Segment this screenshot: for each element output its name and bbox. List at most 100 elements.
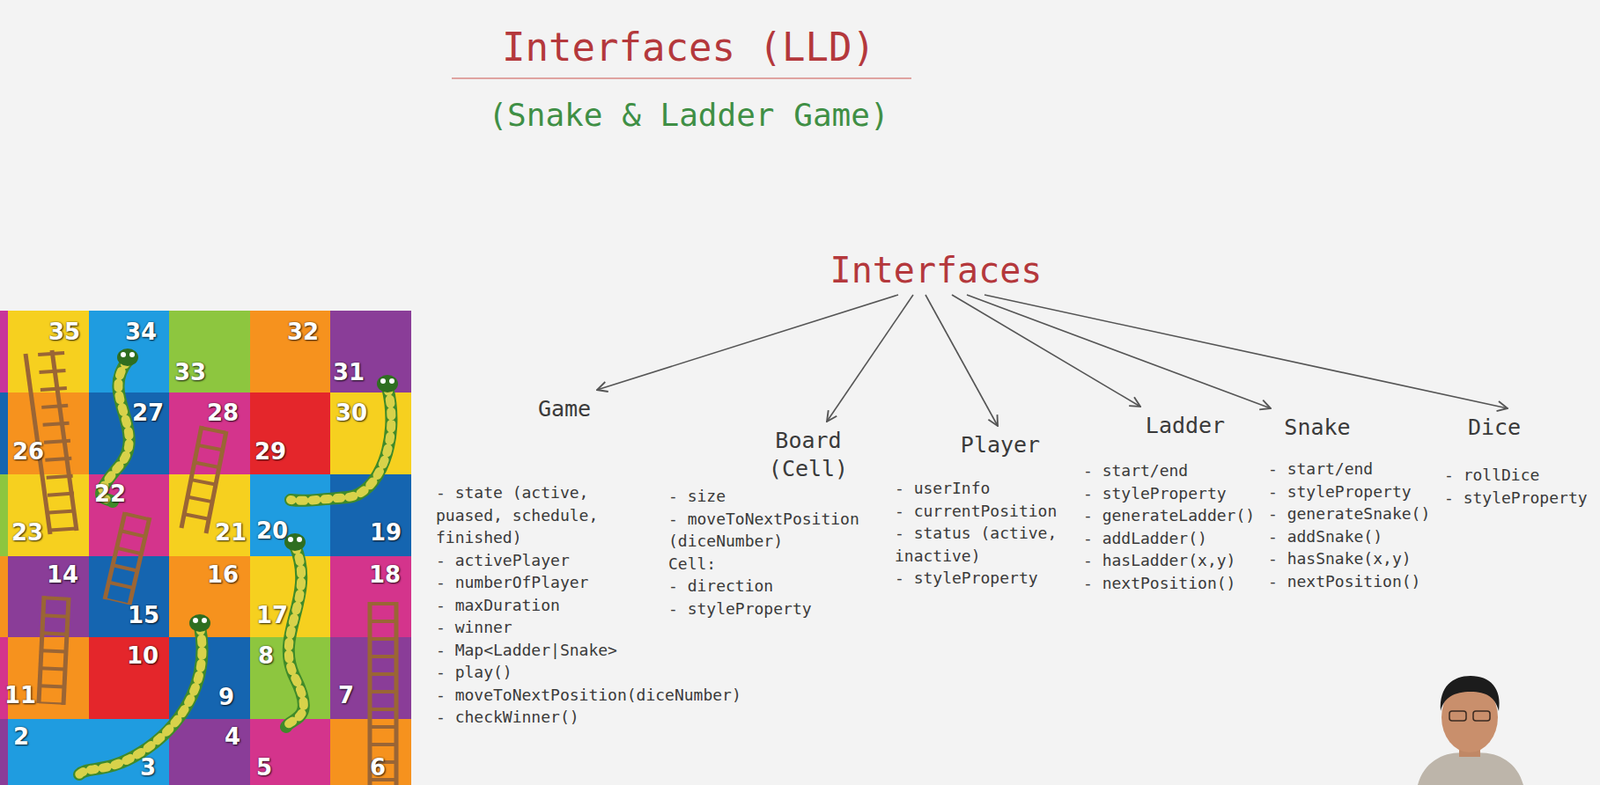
snake-body	[286, 545, 304, 728]
board-cell	[169, 556, 251, 638]
member-item: - styleProperty	[1083, 482, 1227, 506]
snake-head	[117, 348, 139, 367]
cell-number: 33	[174, 359, 207, 386]
cell-number: 9	[218, 684, 235, 711]
presenter-shirt	[1417, 752, 1524, 785]
cell-number: 7	[338, 682, 354, 709]
hierarchy-arrow	[925, 294, 998, 427]
cell-number: 29	[254, 438, 287, 465]
snake-eye	[287, 537, 294, 543]
snake-eye	[389, 378, 395, 384]
member-item: - styleProperty	[1444, 486, 1588, 510]
board-cell	[169, 719, 251, 785]
snake-head	[376, 375, 399, 393]
member-item: - Map<Ladder|Snake>	[435, 639, 618, 663]
snake-body	[79, 626, 202, 775]
snake-stripes	[79, 626, 202, 775]
member-item: - maxDuration	[435, 594, 561, 618]
snake-eye	[201, 618, 207, 624]
member-item: - addLadder()	[1083, 527, 1208, 551]
snakes	[79, 361, 391, 775]
interface-heading: Game	[538, 395, 591, 424]
cell-number: 4	[224, 723, 241, 751]
cell-number: 18	[368, 561, 401, 589]
interface-heading: Interfaces	[830, 249, 1043, 292]
ladder-rail	[38, 596, 45, 704]
interface-heading: Dice	[1467, 413, 1521, 443]
member-item: - addSnake()	[1268, 525, 1383, 549]
board-cell	[88, 637, 170, 720]
board-cell	[330, 310, 412, 393]
ladder-rail	[394, 602, 399, 785]
member-item: - play()	[435, 661, 513, 685]
member-item: - nextPosition()	[1083, 572, 1236, 596]
snake-eye	[129, 352, 135, 358]
presenter-photo	[1417, 676, 1524, 785]
member-item: - start/end	[1268, 457, 1373, 481]
board-cell	[169, 392, 251, 475]
cell-number: 27	[132, 399, 164, 427]
member-item: - activePlayer	[435, 549, 570, 573]
snake-eye	[380, 378, 386, 384]
root-interface: Interfaces	[826, 245, 1047, 295]
board-cell	[0, 392, 8, 475]
ladder-rungs	[51, 597, 57, 705]
cell-number: 31	[332, 359, 365, 386]
snake-body	[290, 387, 391, 502]
cell-number: 34	[125, 318, 157, 346]
cell-number: 35	[48, 318, 81, 346]
member-item: - moveToNextPosition(diceNumber)	[435, 684, 742, 708]
snake-heads	[117, 348, 399, 633]
interface-node: Board (Cell)- size- moveToNextPosition (…	[664, 423, 877, 624]
member-item: - styleProperty	[1268, 480, 1412, 504]
member-item: - nextPosition()	[1268, 570, 1421, 594]
member-item: - numberOfPlayer	[435, 571, 589, 595]
interface-node: Ladder- start/end- styleProperty- genera…	[1079, 408, 1259, 598]
cell-number: 20	[256, 517, 288, 545]
snake-stripes	[286, 545, 304, 728]
game-board	[0, 310, 412, 785]
member-item: - generateSnake()	[1268, 502, 1431, 526]
cell-number: 11	[4, 682, 37, 709]
member-item: - checkWinner()	[435, 706, 580, 730]
cell-number: 22	[94, 480, 126, 508]
board-cell	[0, 719, 8, 785]
cell-number: 10	[126, 642, 159, 670]
presenter-hair	[1440, 676, 1500, 712]
cell-number: 28	[206, 399, 239, 427]
hierarchy-arrow	[984, 294, 1508, 409]
member-item: - winner	[435, 616, 513, 640]
ladder-rail	[104, 512, 126, 600]
board-cell	[250, 392, 331, 475]
cell-number: 21	[214, 519, 247, 546]
cell-number: 8	[258, 642, 274, 670]
ladder-rail	[181, 426, 202, 529]
board-cell	[7, 392, 89, 475]
member-item: - state (active, puased, schedule, finis…	[435, 481, 612, 550]
board-cell	[88, 310, 170, 393]
ladder-rail	[51, 350, 77, 531]
cell-number: 17	[256, 602, 288, 629]
cell-number: 5	[256, 754, 273, 782]
cell-number: 23	[11, 519, 44, 546]
presenter-glasses	[1473, 711, 1490, 722]
board-cell	[0, 556, 8, 638]
ladder-rungs	[369, 602, 397, 785]
member-item: - generateLadder()	[1083, 504, 1255, 528]
ladder-rail	[206, 431, 227, 534]
cell-number: 30	[335, 399, 368, 427]
hierarchy-arrow	[826, 294, 914, 422]
cell-number: 19	[369, 519, 402, 546]
hierarchy-arrow	[597, 294, 899, 391]
board-cell	[0, 474, 8, 557]
member-item: - styleProperty	[668, 597, 812, 621]
cell-number: 16	[206, 561, 239, 589]
board-cell	[250, 310, 331, 393]
ladder-rail	[63, 597, 69, 706]
member-item: - status (active, inactive)	[894, 522, 1071, 568]
presenter-glasses	[1449, 711, 1467, 722]
cell-number: 14	[46, 561, 79, 589]
interface-node: Dice - rollDice- styleProperty	[1440, 410, 1592, 513]
member-item: - rollDice	[1444, 464, 1540, 487]
snake-eye	[296, 537, 303, 543]
